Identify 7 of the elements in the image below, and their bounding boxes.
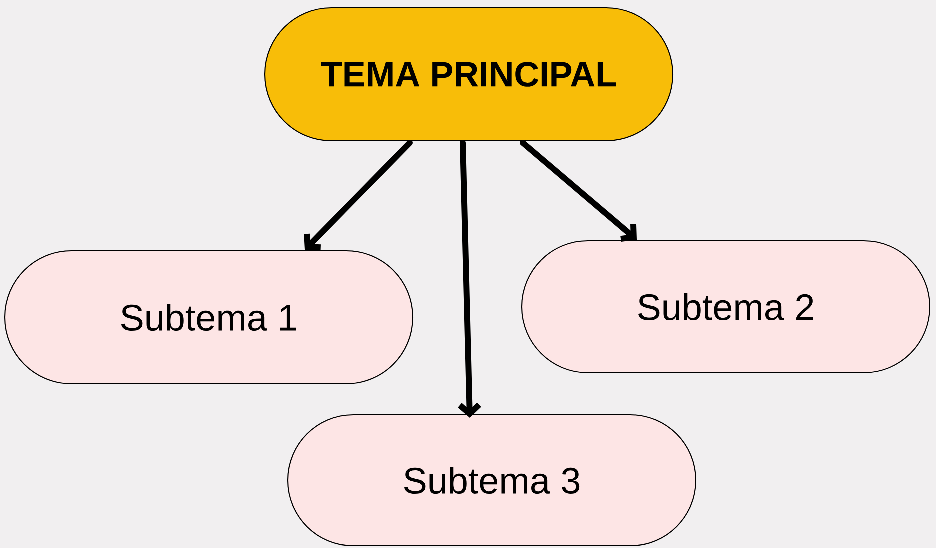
subtopic-box: Subtema 3	[287, 414, 697, 547]
arrow	[520, 140, 637, 242]
arrow	[304, 140, 413, 251]
topic-box: TEMA PRINCIPAL	[264, 7, 674, 142]
subtopic-box: Subtema 2	[521, 240, 931, 374]
arrow	[458, 140, 482, 418]
subtopic-box: Subtema 1	[4, 250, 414, 385]
